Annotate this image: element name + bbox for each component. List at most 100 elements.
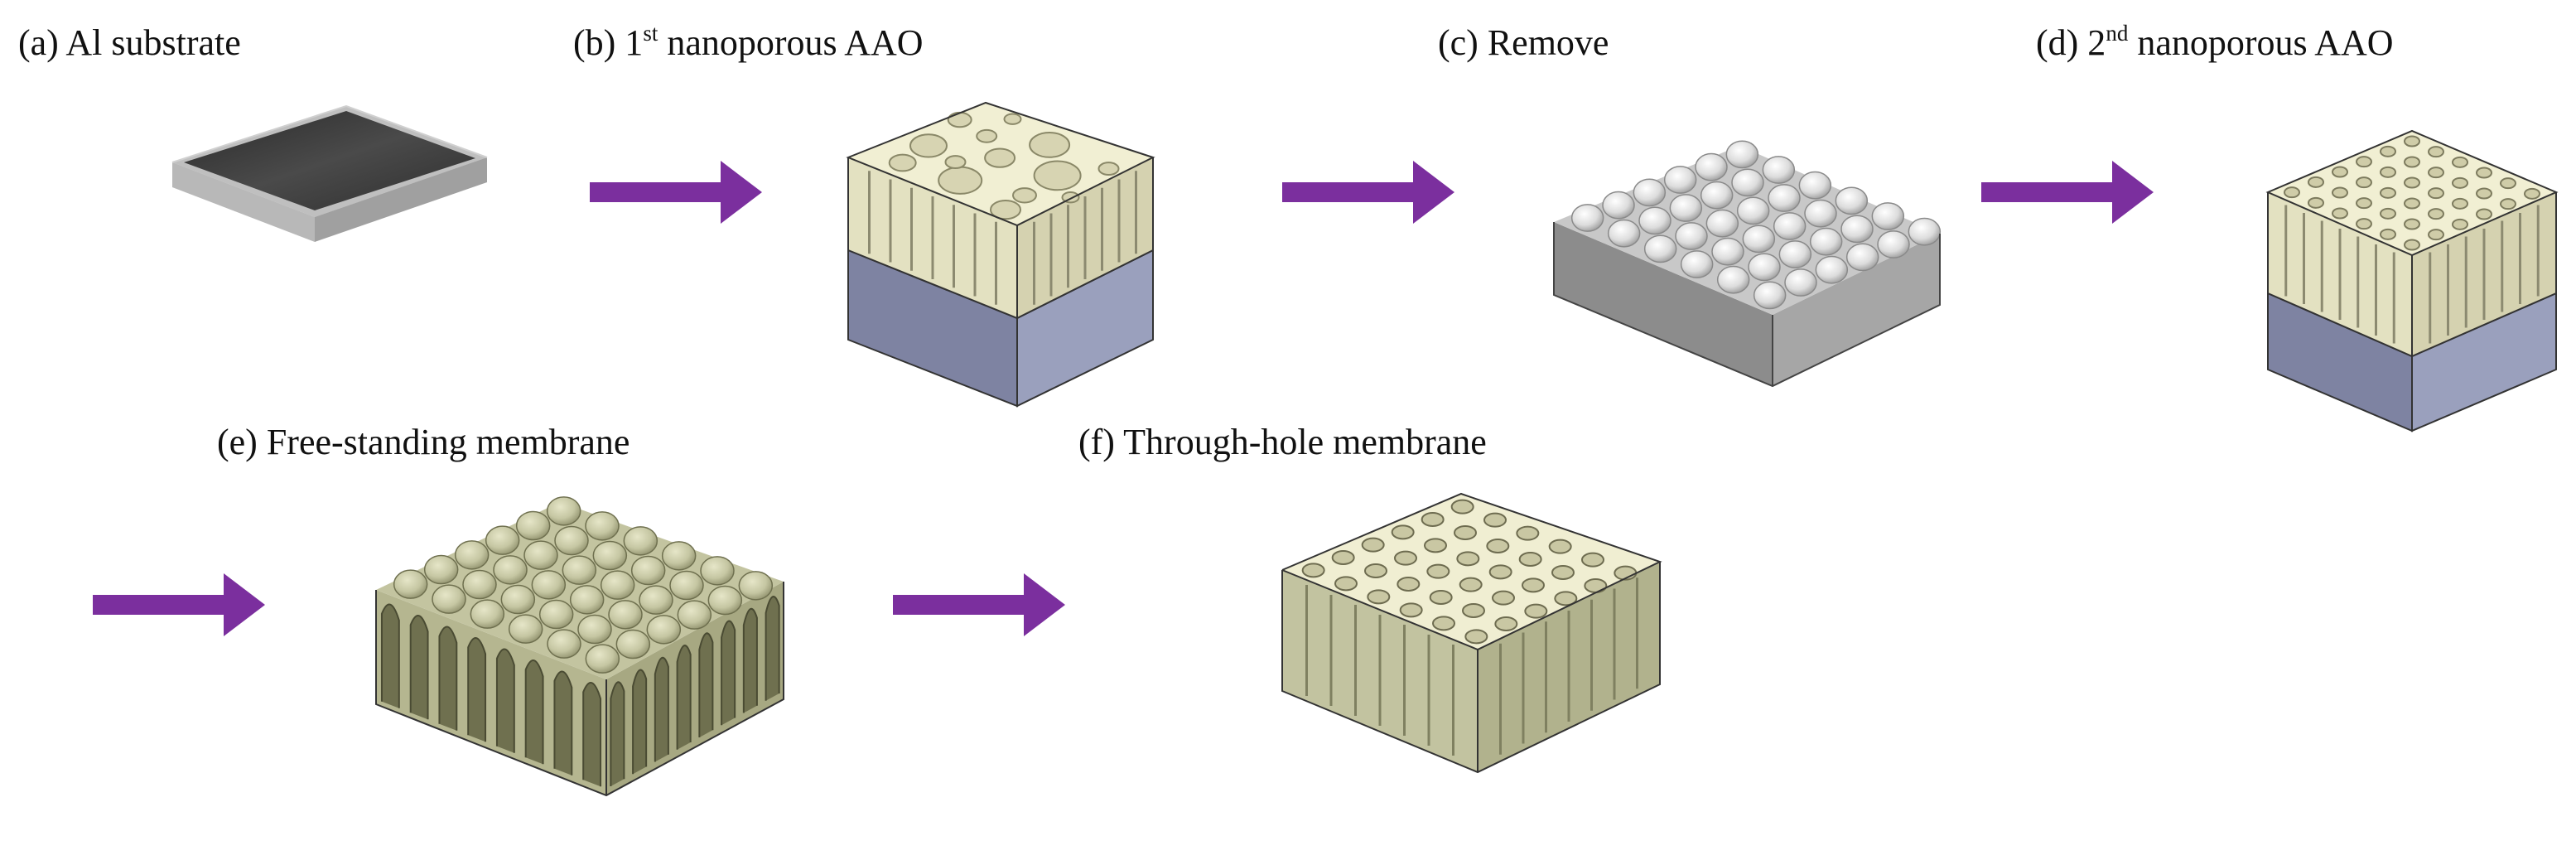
barrier-dome <box>485 525 520 555</box>
irregular-pore <box>984 147 1016 168</box>
caption-a: (a) Al substrate <box>18 25 241 61</box>
closed-pore-arch <box>654 656 669 762</box>
process-arrows <box>93 161 2154 636</box>
caption-f: (f) Through-hole membrane <box>1078 424 1487 461</box>
barrier-dome <box>630 555 666 586</box>
closed-pore-arch <box>610 681 625 787</box>
process-arrow <box>93 573 265 636</box>
ordered-pore <box>2404 176 2420 189</box>
dimple <box>1748 253 1781 282</box>
ordered-pore <box>2284 186 2300 199</box>
closed-pore-arch <box>632 669 648 775</box>
caption-a-text: (a) Al substrate <box>18 22 241 63</box>
through-hole <box>1486 539 1510 553</box>
ordered-pore <box>2476 187 2492 200</box>
ordered-pore <box>2380 186 2396 199</box>
ordered-pore <box>2332 207 2348 220</box>
irregular-pore <box>1097 162 1120 176</box>
through-hole <box>1364 563 1387 578</box>
barrier-dome <box>600 570 635 600</box>
dimple <box>1804 199 1837 228</box>
through-hole <box>1483 512 1507 528</box>
through-hole <box>1399 602 1423 618</box>
barrier-dome <box>623 526 658 556</box>
through-hole <box>1488 564 1512 580</box>
dimple <box>1725 140 1759 169</box>
ordered-pore <box>2452 156 2468 168</box>
ordered-pore <box>2380 228 2396 240</box>
through-hole <box>1454 525 1477 540</box>
dimple <box>1742 225 1776 254</box>
barrier-dome <box>585 644 620 674</box>
dimple <box>1695 152 1728 181</box>
barrier-dome <box>393 569 428 599</box>
ordered-pore <box>2404 239 2420 251</box>
dimple <box>1778 240 1812 268</box>
through-hole <box>1391 524 1415 540</box>
through-hole <box>1426 563 1450 579</box>
closed-pore-arch <box>380 603 400 708</box>
barrier-dome <box>562 555 597 585</box>
through-hole-columns <box>1305 577 1638 756</box>
dimple <box>1711 237 1744 266</box>
through-hole <box>1450 499 1474 515</box>
dimple <box>1840 215 1874 244</box>
through-hole <box>1524 603 1548 619</box>
through-hole <box>1432 616 1455 631</box>
ordered-pore <box>2500 177 2516 190</box>
caption-e-text: (e) Free-standing membrane <box>217 422 630 462</box>
barrier-dome <box>546 496 581 526</box>
ordered-pore <box>2356 156 2372 168</box>
barrier-dome <box>608 600 643 630</box>
irregular-pore <box>1003 113 1022 125</box>
barrier-dome <box>615 629 651 659</box>
barrier-dome <box>738 571 774 601</box>
dimple <box>1768 184 1801 212</box>
through-hole <box>1334 576 1358 592</box>
through-hole <box>1464 629 1488 645</box>
free-standing-membrane <box>375 496 784 797</box>
closed-pore-arch <box>742 607 758 713</box>
closed-pore-arch <box>524 659 544 765</box>
ordered-pore <box>2428 208 2444 220</box>
through-hole <box>1522 577 1545 593</box>
ordered-pore <box>2452 197 2468 210</box>
dimple <box>1663 166 1697 194</box>
barrier-dome <box>515 510 551 541</box>
barrier-dome <box>707 585 743 616</box>
dimple <box>1871 202 1905 230</box>
caption-c-text: (c) Remove <box>1438 22 1609 63</box>
irregular-pore <box>909 133 948 158</box>
process-arrow <box>893 573 1065 636</box>
dimple <box>1736 196 1770 225</box>
textured-al-block <box>1553 140 1942 388</box>
irregular-pore <box>1033 160 1082 191</box>
ordered-pore <box>2404 156 2420 168</box>
closed-pore-arch <box>467 637 487 742</box>
dimple <box>1762 156 1796 184</box>
through-hole <box>1551 565 1575 580</box>
dimple <box>1705 209 1739 238</box>
process-arrow <box>1282 161 1454 224</box>
through-hole <box>1424 538 1447 553</box>
barrier-dome <box>554 525 589 556</box>
ordered-pore <box>2356 176 2372 189</box>
caption-b-text: (b) 1 <box>573 22 644 63</box>
caption-f-text: (f) Through-hole membrane <box>1078 422 1487 462</box>
dimple <box>1908 217 1942 246</box>
caption-b: (b) 1st nanoporous AAO <box>573 22 924 63</box>
ordered-pore <box>2404 135 2420 147</box>
dimple <box>1638 206 1672 235</box>
dimple <box>1643 234 1677 263</box>
through-hole <box>1367 589 1391 605</box>
barrier-dome <box>677 600 712 630</box>
irregular-pore <box>888 153 917 172</box>
caption-d: (d) 2nd nanoporous AAO <box>2036 22 2394 61</box>
through-hole <box>1331 550 1355 565</box>
through-hole <box>1462 603 1485 618</box>
barrier-dome <box>577 614 612 645</box>
barrier-dome <box>531 570 567 600</box>
through-hole <box>1492 590 1515 606</box>
ordered-pore <box>2404 218 2420 230</box>
caption-e: (e) Free-standing membrane <box>217 424 630 461</box>
